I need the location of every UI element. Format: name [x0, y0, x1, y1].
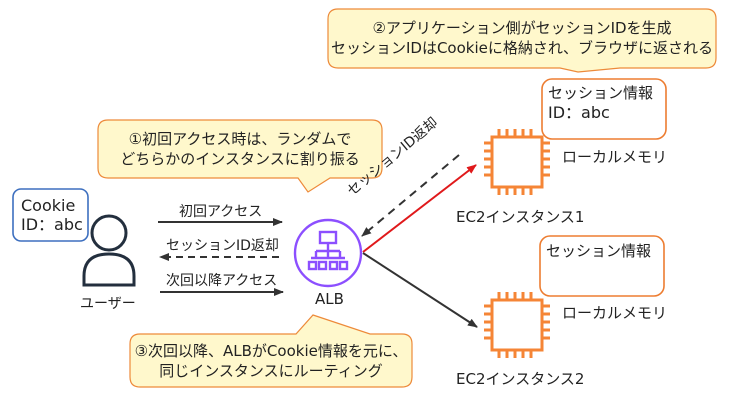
callout-step3-shape — [129, 314, 413, 388]
callout-step1-shape — [97, 119, 383, 193]
cookie-box-text: Cookie ID：abc — [21, 196, 83, 234]
user-label: ユーザー — [80, 296, 136, 312]
callout-step1-line2: どちらかのインスタンスに割り振る — [120, 150, 360, 168]
local-memory-label-2: ローカルメモリ — [562, 304, 668, 322]
alb-to-ec2-1-arrow — [362, 164, 477, 253]
alb-to-ec2-2-arrow — [362, 252, 478, 328]
session-box-1-title: セッション情報 — [548, 84, 654, 102]
cookie-id: ID：abc — [21, 215, 83, 234]
session-box-2-title: セッション情報 — [546, 242, 652, 260]
user-icon — [82, 214, 136, 287]
callout-step3-line1: ③次回以降、ALBがCookie情報を元に、 — [134, 342, 408, 360]
ec2-chip-icon-1 — [484, 129, 550, 195]
callout-step3: ③次回以降、ALBがCookie情報を元に、 同じインスタンスにルーティング — [130, 341, 412, 381]
ec2-1-session-return-arrow — [361, 154, 460, 237]
session-box-2 — [539, 235, 665, 297]
callout-step1: ①初回アクセス時は、ランダムで どちらかのインスタンスに割り振る — [98, 129, 382, 169]
session-return-label: セッションID返却 — [166, 238, 279, 254]
callout-step2-line1: ②アプリケーション側がセッションIDを生成 — [372, 19, 672, 37]
ec2-instance-2-label: EC2インスタンス2 — [456, 370, 585, 388]
next-access-label: 次回以降アクセス — [166, 273, 278, 289]
callout-step2-shape — [327, 8, 717, 73]
cookie-box — [12, 188, 89, 242]
callout-step3-line2: 同じインスタンスにルーティング — [159, 362, 383, 380]
session-box-1-text: セッション情報 ID：abc — [548, 84, 653, 122]
callout-step2: ②アプリケーション側がセッションIDを生成 セッションIDはCookieに格納さ… — [328, 18, 716, 58]
local-memory-label-1: ローカルメモリ — [562, 148, 668, 166]
callout-step1-line1: ①初回アクセス時は、ランダムで — [128, 130, 352, 148]
alb-label: ALB — [315, 290, 344, 308]
load-balancer-icon — [293, 218, 363, 288]
first-access-label: 初回アクセス — [179, 204, 263, 220]
session-box-1-value: ID：abc — [548, 103, 610, 122]
callout-step2-line2: セッションIDはCookieに格納され、ブラウザに返される — [330, 39, 714, 57]
session-box-1 — [541, 78, 667, 140]
session-box-2-text: セッション情報 — [546, 242, 651, 261]
cookie-label: Cookie — [21, 196, 76, 215]
ec2-chip-icon-2 — [484, 292, 550, 358]
ec2-instance-1-label: EC2インスタンス1 — [456, 208, 585, 226]
